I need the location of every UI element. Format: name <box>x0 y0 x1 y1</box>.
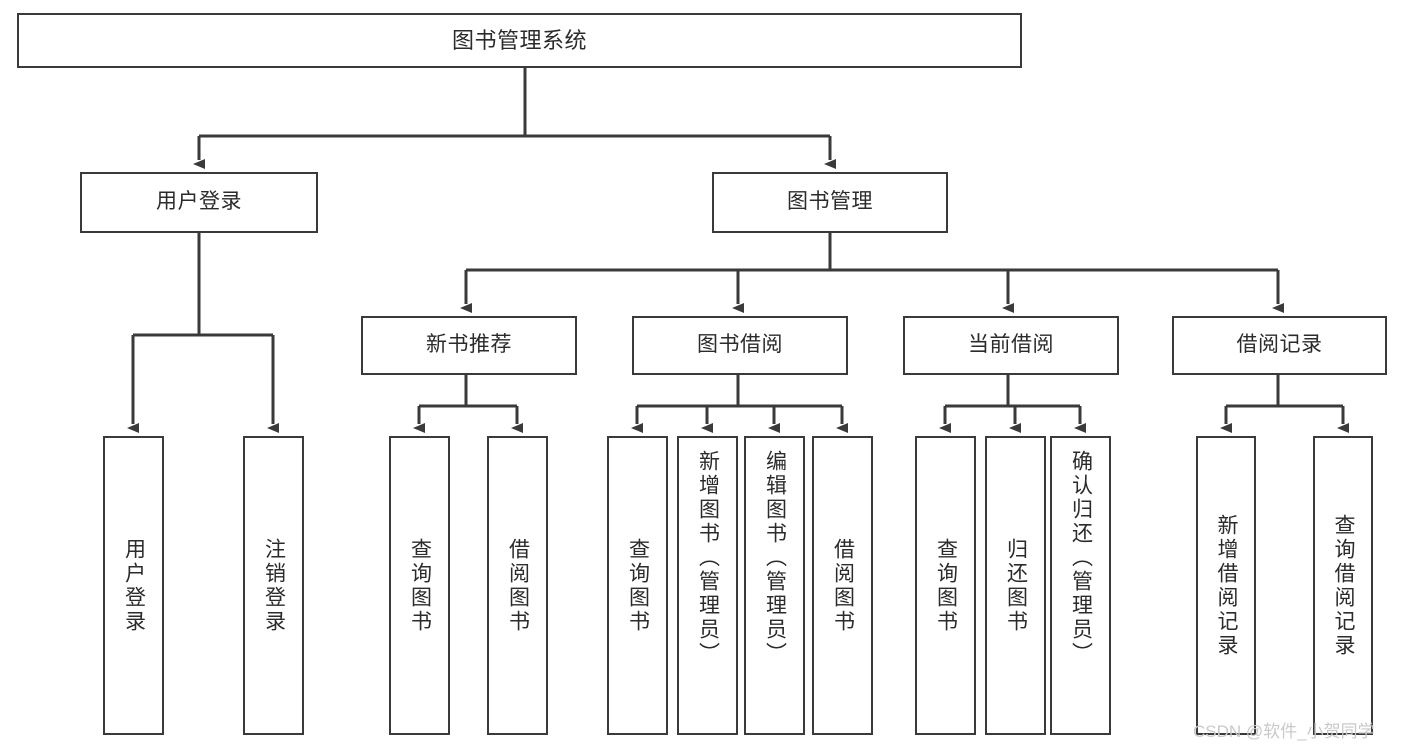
node-leaf-query-book-cur-label: 查询图书 <box>934 537 958 634</box>
node-book-manage-label: 图书管理 <box>787 190 873 214</box>
node-leaf-logout-label: 注销登录 <box>262 537 286 634</box>
node-current-borrow-label: 当前借阅 <box>968 333 1054 357</box>
node-leaf-return-book-label: 归还图书 <box>1004 537 1028 634</box>
node-leaf-return-book[interactable]: 归还图书 <box>985 436 1046 735</box>
node-borrow-record-label: 借阅记录 <box>1236 333 1323 357</box>
node-user-login-label: 用户登录 <box>156 190 242 214</box>
node-leaf-edit-book[interactable]: 编辑图书（管理员） <box>744 436 805 735</box>
node-leaf-add-record-label: 新增借阅记录 <box>1215 513 1239 658</box>
node-new-book-recommend[interactable]: 新书推荐 <box>361 316 577 375</box>
node-leaf-add-book-label: 新增图书（管理员） <box>696 450 720 666</box>
node-leaf-edit-book-label: 编辑图书（管理员） <box>763 450 787 666</box>
node-leaf-add-book[interactable]: 新增图书（管理员） <box>677 436 738 735</box>
node-leaf-user-login[interactable]: 用户登录 <box>103 436 164 735</box>
node-current-borrow[interactable]: 当前借阅 <box>903 316 1119 375</box>
node-root-图书管理系统[interactable]: 图书管理系统 <box>17 13 1022 68</box>
node-leaf-confirm-return[interactable]: 确认归还（管理员） <box>1050 436 1111 735</box>
node-leaf-query-book-cur[interactable]: 查询图书 <box>915 436 976 735</box>
node-leaf-query-record[interactable]: 查询借阅记录 <box>1313 436 1373 735</box>
node-leaf-logout[interactable]: 注销登录 <box>243 436 304 735</box>
node-leaf-borrow-book-rec[interactable]: 借阅图书 <box>487 436 548 735</box>
node-user-login[interactable]: 用户登录 <box>80 172 318 233</box>
node-book-borrow[interactable]: 图书借阅 <box>632 316 848 375</box>
node-book-manage[interactable]: 图书管理 <box>712 172 948 233</box>
node-borrow-record[interactable]: 借阅记录 <box>1172 316 1387 375</box>
node-leaf-query-book-bor-label: 查询图书 <box>626 537 650 634</box>
node-leaf-query-book-bor[interactable]: 查询图书 <box>607 436 668 735</box>
node-leaf-query-record-label: 查询借阅记录 <box>1332 513 1356 658</box>
node-book-borrow-label: 图书借阅 <box>697 333 783 357</box>
node-leaf-borrow-book-bor-label: 借阅图书 <box>831 537 855 634</box>
node-leaf-add-record[interactable]: 新增借阅记录 <box>1196 436 1256 735</box>
watermark-text: CSDN @软件_小贺同学 <box>1193 722 1375 741</box>
node-leaf-query-book-rec[interactable]: 查询图书 <box>389 436 450 735</box>
node-leaf-confirm-return-label: 确认归还（管理员） <box>1069 450 1093 666</box>
node-root-图书管理系统-label: 图书管理系统 <box>451 27 587 53</box>
node-leaf-borrow-book-rec-label: 借阅图书 <box>506 537 530 634</box>
node-new-book-recommend-label: 新书推荐 <box>426 333 512 357</box>
node-leaf-query-book-rec-label: 查询图书 <box>408 537 432 634</box>
node-leaf-borrow-book-bor[interactable]: 借阅图书 <box>812 436 873 735</box>
node-leaf-user-login-label: 用户登录 <box>122 537 146 634</box>
